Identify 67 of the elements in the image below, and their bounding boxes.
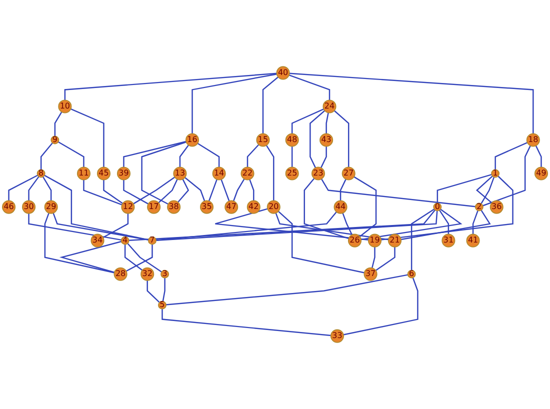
connector: [42, 176, 52, 201]
connector: [380, 176, 514, 240]
connector: [214, 208, 369, 241]
connector: [343, 277, 418, 336]
connector: [291, 146, 293, 168]
connector: [472, 210, 478, 234]
connector: [197, 142, 220, 168]
connector: [179, 144, 190, 168]
connector: [438, 210, 450, 234]
connector: [278, 210, 364, 274]
connector: [289, 72, 534, 134]
connector: [320, 178, 476, 208]
connector: [127, 242, 162, 272]
connector: [232, 178, 245, 202]
connector: [102, 213, 129, 238]
connector: [8, 174, 38, 201]
connector: [123, 180, 149, 204]
connector: [184, 177, 206, 202]
connector: [59, 240, 122, 273]
connector: [400, 210, 491, 240]
connector: [371, 246, 376, 268]
connector: [291, 108, 324, 134]
connector: [375, 246, 396, 271]
connector: [58, 141, 84, 168]
connector: [123, 140, 186, 168]
connector: [262, 76, 279, 134]
connector: [310, 110, 326, 168]
connector: [28, 213, 122, 241]
connector: [249, 179, 254, 201]
connector: [158, 178, 178, 204]
connector: [192, 73, 277, 134]
connector: [342, 212, 353, 236]
connector: [334, 110, 350, 168]
connector: [360, 208, 462, 240]
connector: [246, 144, 260, 168]
connector: [162, 308, 331, 336]
connector: [54, 112, 62, 136]
connector: [288, 74, 330, 100]
connector: [535, 145, 542, 168]
connector: [162, 278, 166, 302]
connector: [354, 176, 377, 238]
connector: [83, 180, 122, 206]
connector: [326, 112, 329, 134]
connector: [275, 212, 389, 240]
connector: [44, 212, 114, 274]
connector: [103, 180, 124, 204]
connector: [126, 244, 153, 272]
connector: [208, 179, 218, 202]
connector: [436, 174, 492, 204]
connector: [266, 144, 274, 201]
connector: [340, 178, 346, 201]
connector: [480, 176, 495, 204]
connector: [133, 176, 176, 204]
connector: [52, 212, 149, 241]
connector: [320, 146, 327, 168]
connector: [146, 280, 160, 303]
connector: [166, 274, 408, 306]
connector: [494, 142, 528, 170]
connector: [64, 72, 277, 100]
connector: [482, 145, 531, 206]
connector: [220, 179, 230, 202]
connector: [410, 208, 435, 270]
connector: [40, 142, 53, 170]
connector: [70, 108, 104, 168]
connector: [28, 176, 40, 201]
connector: [124, 244, 143, 271]
connector: [156, 212, 337, 241]
